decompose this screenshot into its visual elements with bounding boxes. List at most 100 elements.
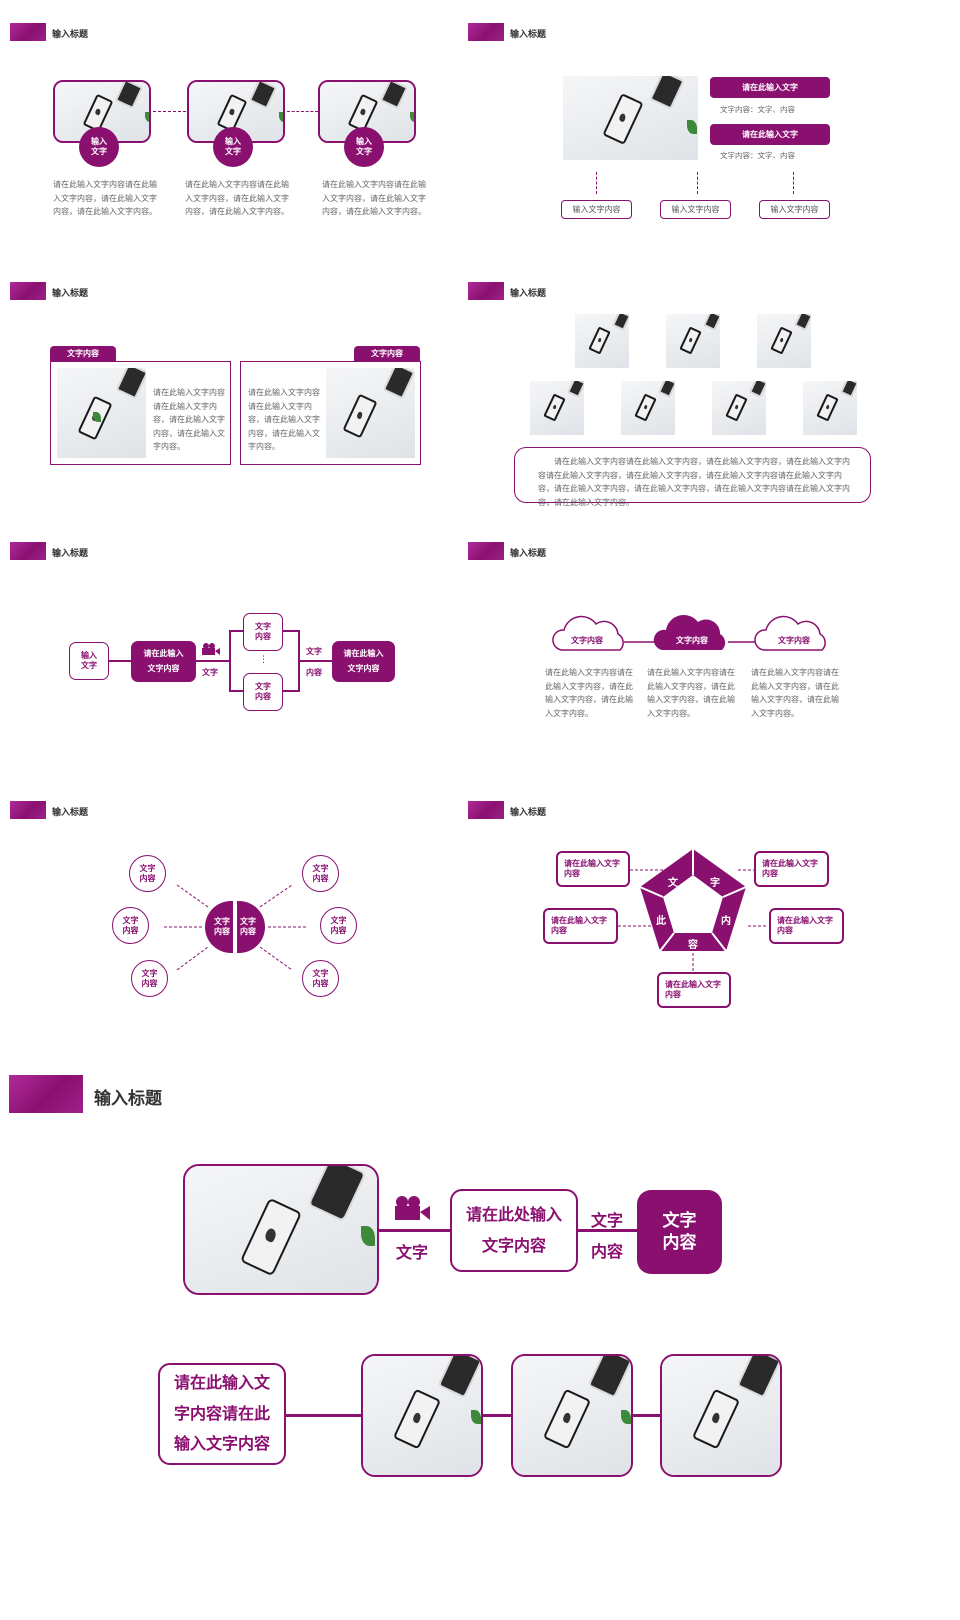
photo-tile: [530, 381, 584, 435]
connector: [229, 630, 243, 632]
header-title: 输入标题: [510, 289, 547, 299]
text-box: 请在此输入文 字内容请在此 输入文字内容: [158, 1363, 286, 1465]
photo: [326, 368, 415, 458]
connector: [379, 1229, 450, 1232]
cloud-filled-icon: [653, 614, 726, 650]
header-title: 输入标题: [510, 808, 547, 818]
gallery-photo-3: [660, 1354, 782, 1477]
mid-label-b: 内容: [591, 1242, 624, 1261]
photo: [563, 76, 698, 160]
connector: [229, 690, 243, 692]
header-title: 输入标题: [52, 289, 89, 299]
card-text-3: 请在此输入文字内容请在此输入文字内容，请在此输入文字内容，请在此输入文字内容。: [322, 180, 426, 216]
cloud-outline-icon: [552, 615, 624, 651]
photo-tile: [621, 381, 675, 435]
connector: [109, 660, 131, 662]
outer-node-3: 文字 内容: [131, 960, 168, 997]
main-box: 请在此输入 文字内容: [131, 641, 196, 682]
outer-node-1: 文字 内容: [129, 855, 166, 892]
text-box-content: 请在此输入文字内容请在此输入文字内容，请在此输入文字内容，请在此输入文字内容请在…: [538, 457, 850, 507]
pentagon-diagram: [618, 849, 768, 972]
header-bar: [10, 23, 46, 41]
card-tag-1: 输入 文字: [79, 127, 119, 167]
card-tag-3: 输入 文字: [344, 127, 384, 167]
left-tag: 文字内容: [50, 346, 116, 361]
pentagon-box-5: 请在此输入文字 内容: [657, 972, 731, 1008]
pentagon-box-2: 请在此输入文字 内容: [754, 851, 829, 887]
connector: [633, 1414, 660, 1417]
header-bar: [9, 1075, 83, 1113]
header-bar: [468, 801, 504, 819]
left-box: [50, 361, 231, 465]
cloud-text-3: 请在此输入文字内容请在此输入文字内容，请在此输入文字内容，请在此输入文字内容。: [751, 668, 839, 718]
photo-tile: [757, 314, 811, 368]
photo-tile: [575, 314, 629, 368]
card-text-1: 请在此输入文字内容请在此输入文字内容，请在此输入文字内容，请在此输入文字内容。: [53, 180, 157, 216]
photo-tile: [712, 381, 766, 435]
photo-tile: [666, 314, 720, 368]
header-title: 输入标题: [52, 30, 89, 40]
outer-node-5: 文字 内容: [320, 907, 357, 944]
main-box: 请在此处输入 文字内容: [450, 1189, 578, 1272]
pentagon-box-4: 请在此输入文字 内容: [769, 908, 844, 944]
right-tag: 文字内容: [354, 346, 420, 361]
connector: [793, 172, 794, 194]
input-box: 输入 文字: [69, 642, 109, 680]
cloud-text-1: 请在此输入文字内容请在此输入文字内容，请在此输入文字内容，请在此输入文字内容。: [545, 668, 633, 718]
header-title: 输入标题: [510, 30, 547, 40]
cloud-label-1: 文字内容: [571, 636, 603, 645]
end-box: 请在此输入 文字内容: [332, 641, 395, 682]
pentagon-core: [663, 875, 723, 933]
cloud-outline-icon: [754, 615, 826, 651]
connector: [298, 660, 332, 662]
right-box: [240, 361, 421, 465]
header-title: 输入标题: [52, 549, 89, 559]
item-title-1: 请在此输入文字: [710, 77, 830, 98]
outer-node-4: 文字 内容: [302, 855, 339, 892]
gallery-photo-2: [511, 1354, 633, 1477]
connector: [483, 1414, 511, 1417]
header-bar: [10, 801, 46, 819]
connector: [286, 1414, 362, 1417]
card-text-2: 请在此输入文字内容请在此输入文字内容，请在此输入文字内容，请在此输入文字内容。: [185, 180, 289, 216]
pentagon-box-1: 请在此输入文字 内容: [556, 851, 630, 887]
text-box: [514, 447, 871, 503]
pentagon-char-3: 内: [721, 916, 731, 927]
header-bar: [468, 282, 504, 300]
header-bar: [468, 542, 504, 560]
cloud-label-3: 文字内容: [778, 636, 810, 645]
connector: [153, 111, 186, 112]
header-title: 输入标题: [52, 808, 89, 818]
right-label-b: 内容: [306, 668, 322, 677]
bottom-tag-3: 输入文字内容: [759, 200, 830, 219]
outer-node-2: 文字 内容: [112, 907, 149, 944]
bracket-left: [229, 630, 231, 692]
icon-label: 文字: [202, 668, 218, 677]
header-title: 输入标题: [510, 549, 547, 559]
header-bar: [468, 23, 504, 41]
item-sub-1: 文字内容：文字、内容: [720, 105, 795, 114]
photo-tile: [803, 381, 857, 435]
pentagon-char-1: 文: [668, 878, 678, 889]
right-text: 请在此输入文字内容请在此输入文字内容，请在此输入文字内容，请在此输入文字内容。: [248, 388, 320, 451]
item-sub-2: 文字内容：文字、内容: [720, 151, 795, 160]
top-box: 文字 内容: [243, 613, 283, 651]
end-box: 文字 内容: [637, 1190, 722, 1274]
header-bar: [10, 542, 46, 560]
outer-node-6: 文字 内容: [302, 960, 339, 997]
cloud-text-2: 请在此输入文字内容请在此输入文字内容，请在此输入文字内容，请在此输入文字内容。: [647, 668, 735, 718]
bottom-tag-2: 输入文字内容: [660, 200, 731, 219]
header-title: 输入标题: [94, 1089, 162, 1109]
hero-photo: [183, 1164, 379, 1295]
left-text: 请在此输入文字内容请在此输入文字内容，请在此输入文字内容，请在此输入文字内容。: [153, 388, 225, 451]
icon-label: 文字: [396, 1243, 429, 1262]
mid-label-a: 文字: [591, 1211, 624, 1230]
card-tag-2: 输入 文字: [213, 127, 253, 167]
item-title-2: 请在此输入文字: [710, 124, 830, 145]
pentagon-box-3: 请在此输入文字 内容: [543, 908, 618, 944]
header-bar: [10, 282, 46, 300]
photo: [57, 368, 146, 458]
pentagon-char-4: 容: [688, 940, 698, 951]
connector: [283, 690, 299, 692]
pentagon-char-2: 字: [710, 878, 720, 889]
